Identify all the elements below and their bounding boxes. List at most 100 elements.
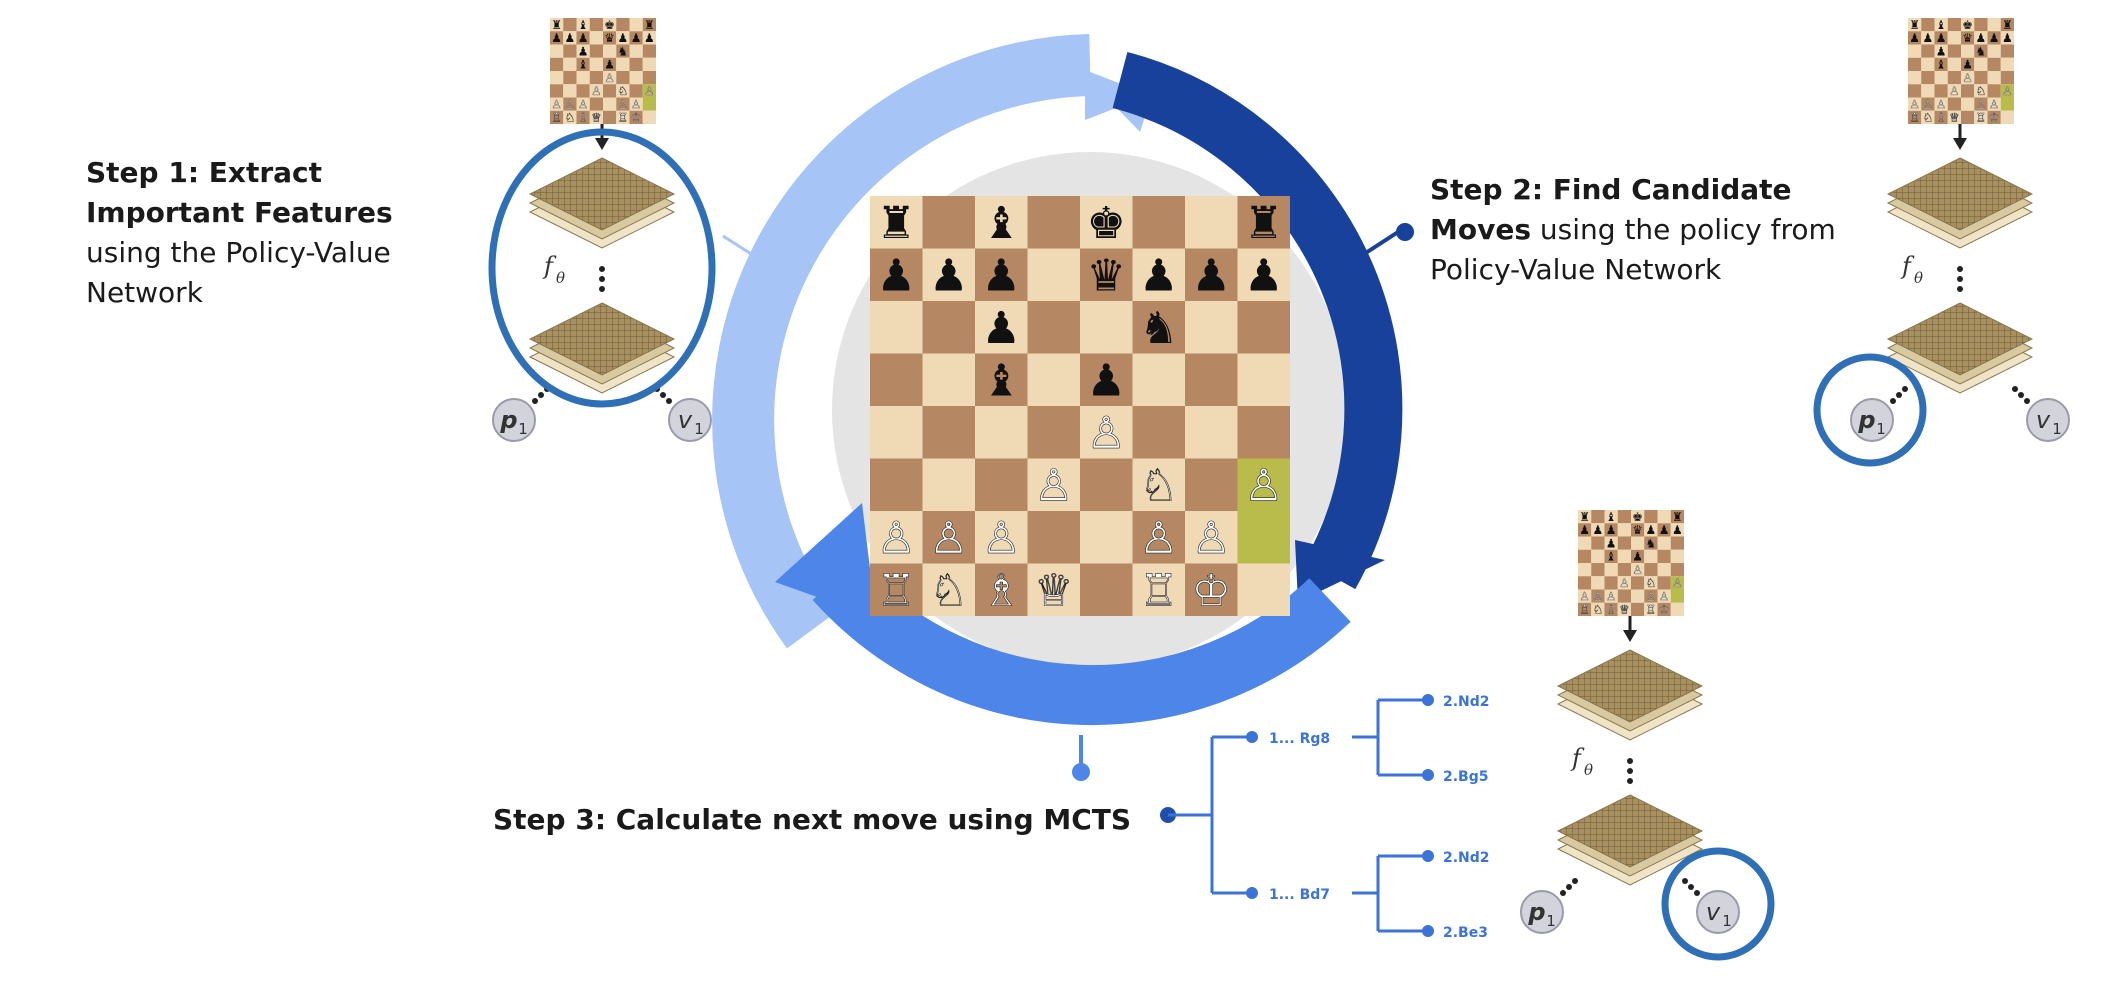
thumb-square — [550, 110, 564, 124]
thumb-square — [563, 44, 577, 58]
white-pawn-b2: ♙ — [929, 513, 968, 564]
black-pawn-c6: ♟ — [982, 303, 1021, 354]
square-h2 — [1237, 511, 1290, 564]
thumb-square — [1934, 84, 1948, 98]
thumb-square — [1934, 44, 1948, 58]
square-h3 — [1237, 458, 1290, 511]
value-dots — [2018, 392, 2024, 398]
thumb-square — [1974, 57, 1988, 71]
step-2-connector-dot — [1396, 223, 1414, 241]
thumb-piece: ♙ — [644, 84, 655, 98]
thumb-piece: ♖ — [618, 111, 629, 125]
thumb-piece: ♕ — [591, 111, 602, 125]
thumb-square — [1644, 589, 1658, 603]
thumb-square — [616, 18, 630, 32]
thumb-square — [589, 44, 603, 58]
thumb-square — [1947, 31, 1961, 45]
tree-leaf-node — [1422, 769, 1434, 781]
thumb-square — [1934, 18, 1948, 32]
thumb-piece: ♙ — [591, 84, 602, 98]
thumb-square — [1617, 549, 1631, 563]
step-2-text: using the policy from Policy-Value Netwo… — [1430, 213, 1836, 286]
thumb-piece: ♟ — [1606, 523, 1617, 537]
thumb-square — [1947, 18, 1961, 32]
thumb-square — [563, 18, 577, 32]
thumb-piece: ♟ — [1672, 523, 1683, 537]
thumb-square — [1631, 510, 1645, 524]
tree-leaf-node — [1422, 925, 1434, 937]
thumb-square — [1591, 549, 1605, 563]
f-theta-subscript: θ — [556, 269, 565, 287]
square-e5 — [1080, 353, 1133, 406]
thumb-square — [1578, 563, 1592, 577]
black-pawn-h7: ♟ — [1244, 251, 1283, 302]
thumb-piece: ♟ — [618, 31, 629, 45]
thumb-piece: ♘ — [1976, 84, 1987, 98]
thumb-square — [1670, 549, 1684, 563]
thumb-piece: ♙ — [1632, 563, 1643, 577]
thumb-square — [1921, 57, 1935, 71]
thumb-piece: ♟ — [1593, 523, 1604, 537]
tree-leaf-label: 2.Be3 — [1443, 925, 1488, 941]
thumb-square — [1987, 71, 2001, 85]
policy-dots — [538, 392, 544, 398]
policy-node-subscript: 1 — [1546, 912, 1556, 930]
thumb-square — [1657, 576, 1671, 590]
thumb-square — [576, 57, 590, 71]
thumb-square — [1947, 71, 1961, 85]
thumb-square — [1617, 536, 1631, 550]
square-e6 — [1080, 301, 1133, 354]
thumb-square — [603, 57, 617, 71]
thumb-square — [1974, 84, 1988, 98]
value-dots — [1682, 878, 1688, 884]
black-queen-e7: ♛ — [1087, 251, 1126, 302]
square-b5 — [922, 353, 975, 406]
value-dots — [1688, 884, 1694, 890]
thumb-square — [1908, 31, 1922, 45]
square-e1 — [1080, 563, 1133, 616]
thumb-square — [550, 57, 564, 71]
thumb-piece: ♟ — [1659, 523, 1670, 537]
thumb-piece: ♖ — [1909, 111, 1920, 125]
thumb-square — [1947, 110, 1961, 124]
thumb-square — [1961, 110, 1975, 124]
thumb-piece: ♟ — [1936, 44, 1947, 58]
white-bishop-c1: ♗ — [982, 566, 1021, 617]
thumb-square — [1921, 18, 1935, 32]
feature-layer — [1886, 302, 2034, 376]
thumb-square — [616, 97, 630, 111]
thumb-piece: ♝ — [578, 18, 589, 32]
thumb-square — [1604, 589, 1618, 603]
thumb-square — [1670, 576, 1684, 590]
input-layer-stack — [1556, 649, 1704, 741]
thumb-square — [589, 110, 603, 124]
thumb-square — [576, 31, 590, 45]
thumb-piece: ♙ — [1989, 97, 2000, 111]
square-c5 — [975, 353, 1028, 406]
thumb-square — [1908, 18, 1922, 32]
thumb-square — [642, 18, 656, 32]
thumb-square — [1961, 18, 1975, 32]
thumb-piece: ♟ — [644, 31, 655, 45]
thumb-piece: ♟ — [631, 31, 642, 45]
thumb-square — [1644, 510, 1658, 524]
policy-node-label: p — [499, 406, 517, 434]
thumb-square — [1657, 523, 1671, 537]
thumb-square — [1921, 44, 1935, 58]
thumb-piece: ♜ — [1672, 510, 1683, 524]
thumb-square — [589, 71, 603, 85]
thumb-square — [1987, 84, 2001, 98]
tree-leaf-label: 2.Nd2 — [1443, 850, 1490, 866]
square-c4 — [975, 406, 1028, 459]
policy-dots — [1902, 386, 1908, 392]
black-pawn-c7: ♟ — [982, 251, 1021, 302]
feature-layer — [1886, 157, 2034, 231]
input-layer-stack — [528, 157, 676, 249]
tree-move-label: 1... Bd7 — [1269, 887, 1330, 903]
thumb-square — [550, 71, 564, 85]
square-a4 — [870, 406, 923, 459]
square-c8 — [975, 196, 1028, 249]
